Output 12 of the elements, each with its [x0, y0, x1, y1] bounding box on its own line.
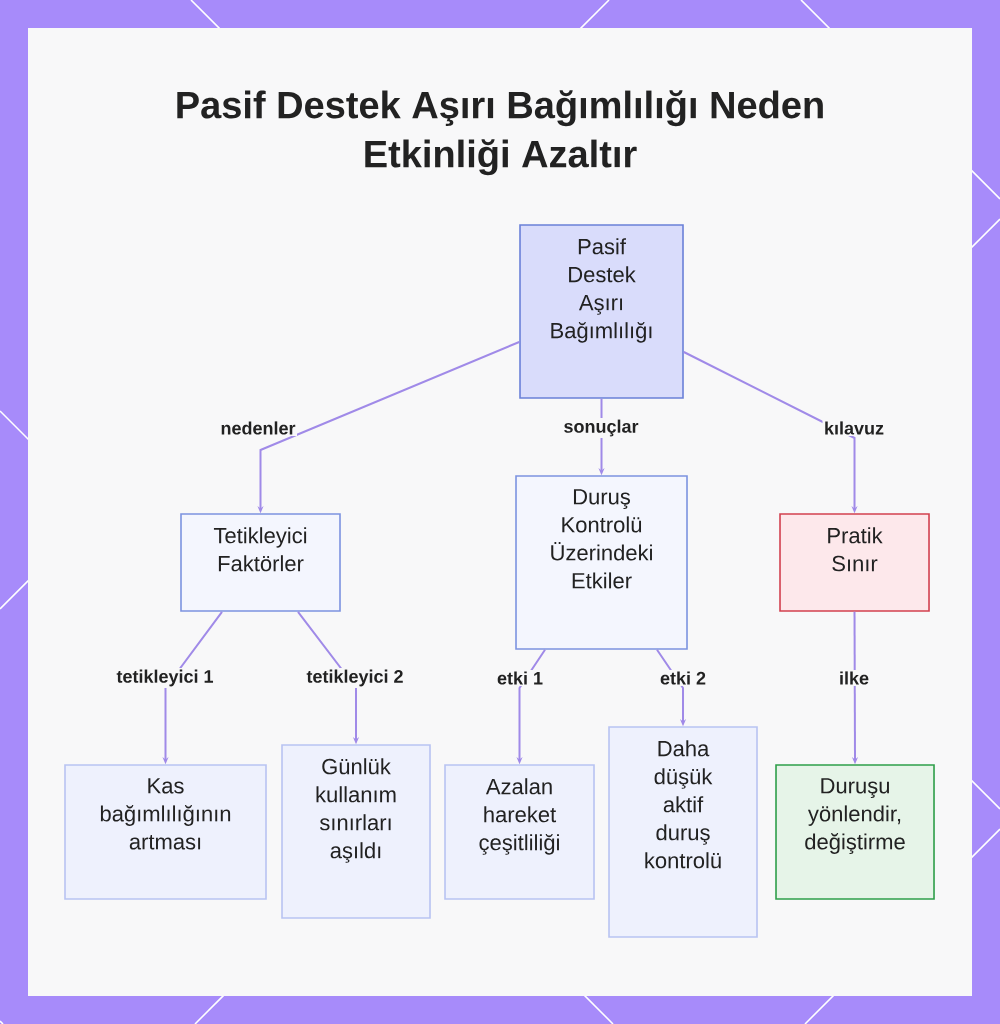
branch-box: Tetikleyici Faktörler: [180, 513, 341, 612]
leaf-box: Daha düşük aktif duruş kontrolü: [608, 726, 758, 938]
branch-box: Duruş Kontrolü Üzerindeki Etkiler: [515, 475, 688, 650]
guideline-box: Pratik Sınır: [779, 513, 930, 612]
leaf-box: Günlük kullanım sınırları aşıldı: [281, 744, 431, 919]
leaf-box: Azalan hareket çeşitliliği: [444, 764, 595, 900]
leaf-box: Kas bağımlılığının artması: [64, 764, 267, 900]
edge-label: tetikleyici 2: [305, 668, 406, 688]
title: Pasif Destek Aşırı Bağımlılığı Neden Etkinliği Azaltır: [177, 90, 823, 176]
topic-box: Pasif Destek Aşırı Bağımlılığı: [519, 224, 684, 399]
edge-label: sonuçlar: [562, 418, 640, 438]
edge-label: tetikleyici 1: [114, 668, 216, 688]
